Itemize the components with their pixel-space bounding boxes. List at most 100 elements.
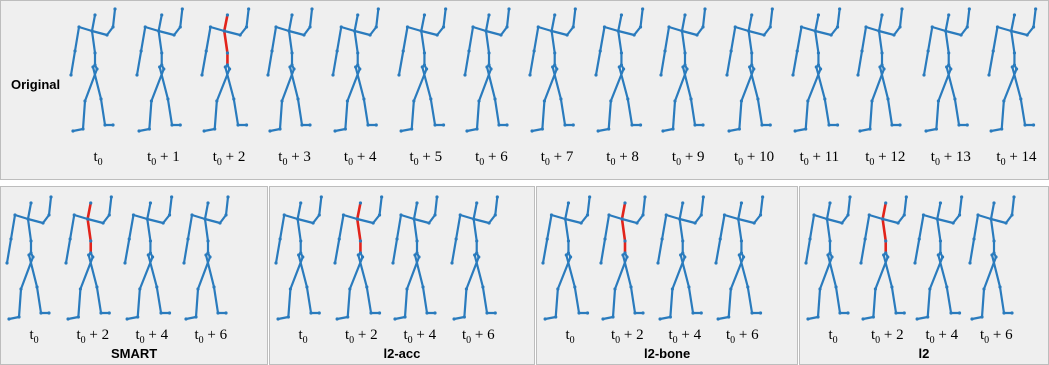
limb-bone xyxy=(268,127,281,133)
joint xyxy=(113,7,117,11)
limb-bone xyxy=(814,65,826,101)
limb-bone xyxy=(232,97,240,127)
joint xyxy=(566,251,571,255)
limb-bone xyxy=(95,285,103,315)
limb-bone xyxy=(968,237,975,265)
spine-bone xyxy=(564,217,570,243)
limb-bone xyxy=(499,25,508,37)
joint xyxy=(816,13,820,17)
limb-bone xyxy=(607,99,612,131)
joint xyxy=(551,65,555,69)
limb-bone xyxy=(635,213,644,225)
limb-bone xyxy=(752,213,762,225)
joint xyxy=(805,99,810,103)
joint xyxy=(882,67,886,71)
limb-bone xyxy=(869,99,874,131)
frame-label-l2-0: t0 xyxy=(828,327,838,346)
limb-bone xyxy=(598,25,606,53)
joint xyxy=(880,13,884,17)
joint xyxy=(86,217,90,221)
limb-bone xyxy=(730,25,737,53)
joint xyxy=(178,123,182,127)
limb-bone xyxy=(601,315,614,321)
joint xyxy=(967,261,972,265)
joint xyxy=(585,213,590,217)
limb-bone xyxy=(429,97,437,127)
joint xyxy=(39,311,43,315)
joint xyxy=(565,33,569,37)
limb-bone xyxy=(1010,29,1029,37)
limb-bone xyxy=(825,217,844,225)
spine-bone xyxy=(736,201,743,221)
joint xyxy=(622,201,627,205)
limb-bone xyxy=(308,7,313,29)
joint xyxy=(366,123,371,127)
limb-bone xyxy=(66,315,80,321)
joint xyxy=(768,25,772,29)
limb-bone xyxy=(403,287,409,319)
joint xyxy=(356,63,360,67)
joint xyxy=(726,315,730,319)
spine-bone xyxy=(880,217,887,243)
joint xyxy=(622,239,627,243)
joint xyxy=(203,217,207,221)
joint xyxy=(883,239,887,243)
skeleton-original-6 xyxy=(462,7,511,133)
joint xyxy=(346,99,350,103)
joint xyxy=(81,127,85,131)
limb-bone xyxy=(91,65,103,101)
joint xyxy=(368,311,373,315)
joint xyxy=(880,217,884,221)
limb-bone xyxy=(829,25,839,37)
joint xyxy=(748,65,752,69)
joint xyxy=(829,33,833,37)
joint xyxy=(486,51,491,55)
joint xyxy=(364,285,368,289)
joint xyxy=(149,99,153,103)
joint xyxy=(818,67,822,71)
frame-label-original-13: t0 + 13 xyxy=(930,149,971,168)
limb-bone xyxy=(168,195,173,217)
spine-bone xyxy=(484,29,490,55)
spine-bone xyxy=(620,201,626,221)
limb-bone xyxy=(660,49,667,77)
joint xyxy=(727,129,731,133)
limb-bone xyxy=(769,7,774,29)
joint xyxy=(957,311,962,315)
joint xyxy=(673,99,677,103)
limb-bone xyxy=(621,253,632,289)
joint xyxy=(299,251,303,255)
joint xyxy=(1032,123,1036,127)
joint xyxy=(804,261,808,265)
joint xyxy=(476,255,480,259)
joint xyxy=(895,221,900,225)
joint xyxy=(156,29,160,33)
limb-bone xyxy=(406,25,423,33)
limb-bone xyxy=(90,29,109,37)
joint xyxy=(305,285,309,289)
spine-bone xyxy=(813,13,820,33)
limb-bone xyxy=(194,287,200,319)
joint xyxy=(476,99,481,103)
limb-bone xyxy=(565,253,576,289)
joint xyxy=(683,255,687,259)
limb-bone xyxy=(399,213,416,221)
spine-bone xyxy=(90,13,97,33)
spine-bone xyxy=(880,201,887,221)
limb-bone xyxy=(412,217,431,225)
spine-bone xyxy=(157,13,163,33)
joint xyxy=(167,311,172,315)
joint xyxy=(566,201,571,205)
joint xyxy=(427,221,431,225)
limb-bone xyxy=(762,25,772,37)
joint xyxy=(559,97,563,101)
joint xyxy=(290,51,294,55)
joint xyxy=(729,49,733,53)
limb-bone xyxy=(926,25,934,53)
limb-bone xyxy=(566,25,575,37)
joint xyxy=(209,25,213,29)
joint xyxy=(379,195,383,199)
spine-bone xyxy=(681,29,687,55)
limb-bone xyxy=(213,99,219,131)
